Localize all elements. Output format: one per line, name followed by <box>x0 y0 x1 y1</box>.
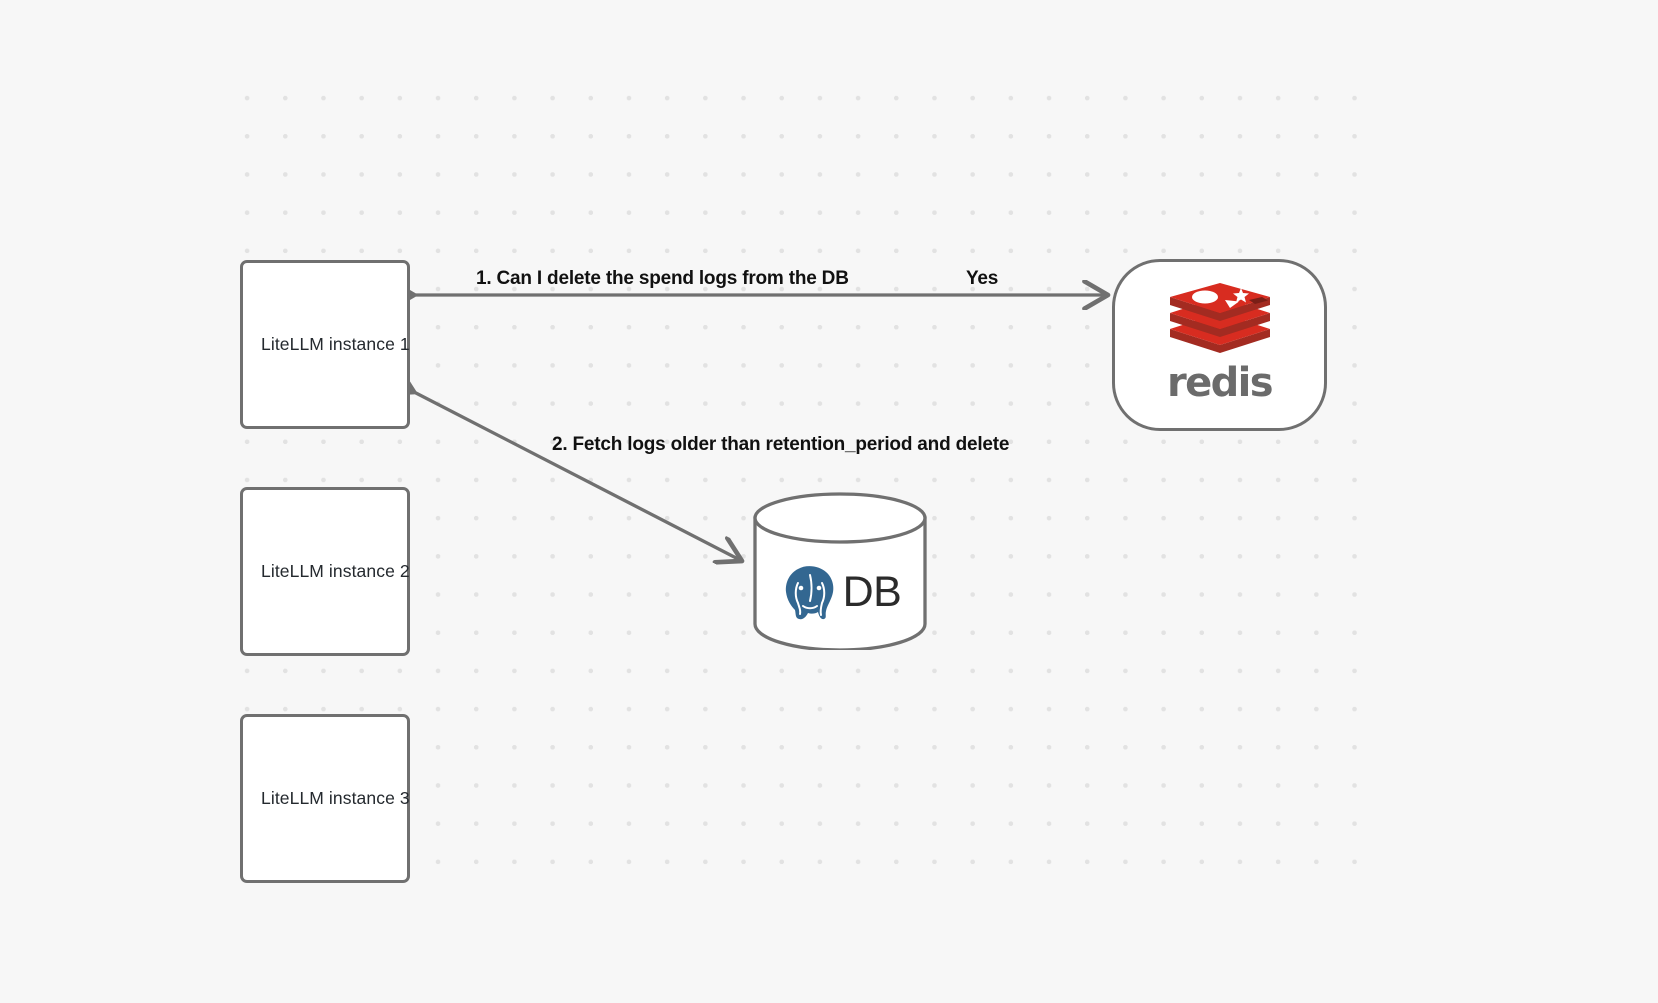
edge-label-1-answer: Yes <box>966 268 999 289</box>
db-logo-group: DB <box>752 492 928 650</box>
db-label: DB <box>842 567 902 616</box>
redis-wordmark: redis <box>1166 360 1274 406</box>
edge-instance1-db <box>414 392 742 561</box>
redis-logo-icon <box>1169 283 1270 353</box>
node-label-instance-3: LiteLLM instance 3 <box>261 788 410 808</box>
node-postgres-db[interactable]: DB <box>752 492 928 652</box>
edge-label-2: 2. Fetch logs older than retention_perio… <box>552 434 1010 455</box>
node-litellm-instance-3[interactable]: LiteLLM instance 3 <box>240 714 410 883</box>
node-redis[interactable]: redis <box>1112 259 1327 431</box>
node-label-instance-1: LiteLLM instance 1 <box>261 334 410 354</box>
node-litellm-instance-2[interactable]: LiteLLM instance 2 <box>240 487 410 656</box>
redis-logo-group: redis <box>1166 283 1274 403</box>
node-label-instance-2: LiteLLM instance 2 <box>261 561 410 581</box>
edge-label-1: 1. Can I delete the spend logs from the … <box>476 268 849 289</box>
node-litellm-instance-1[interactable]: LiteLLM instance 1 <box>240 260 410 429</box>
postgresql-elephant-icon <box>782 563 836 622</box>
